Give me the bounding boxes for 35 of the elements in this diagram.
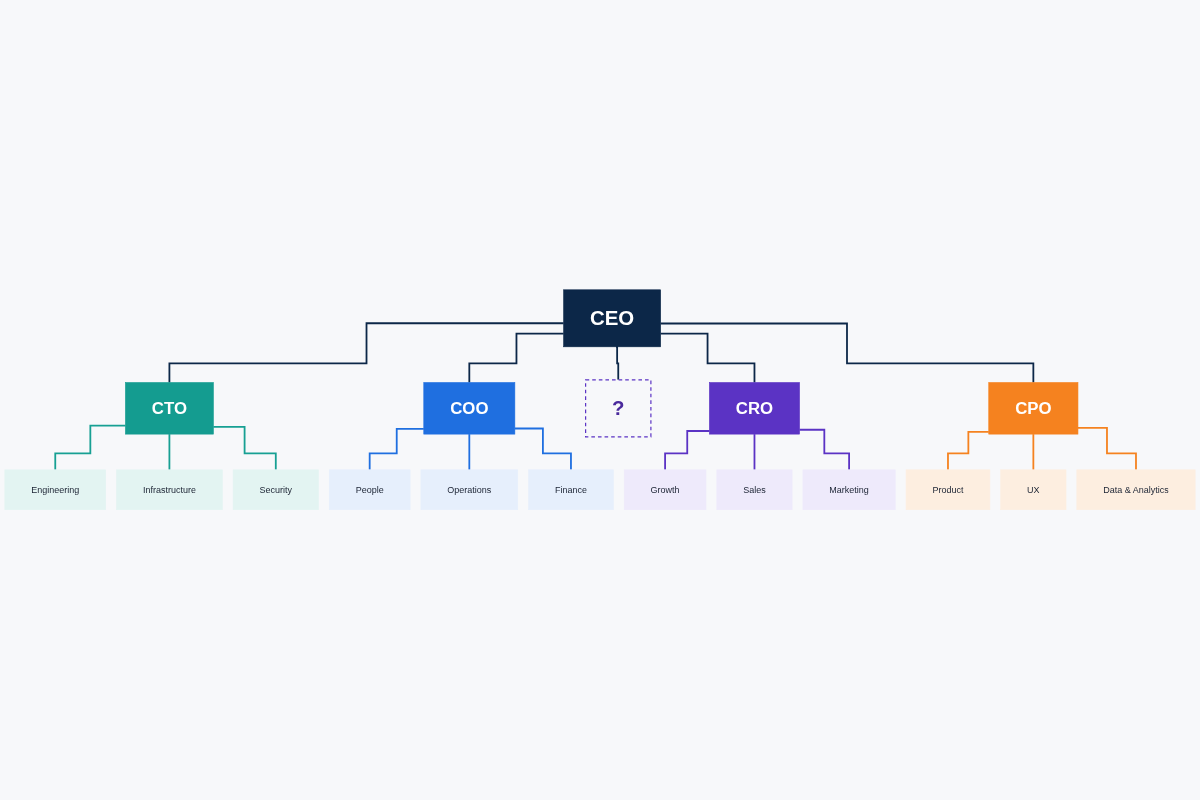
connector [753,433,756,471]
connector [659,322,1035,384]
node-box: People [328,469,411,511]
connector [368,428,425,471]
node-box: Finance [528,469,614,511]
connector [664,430,711,471]
node-box: Sales [716,469,793,511]
connector [659,333,756,384]
connector [513,427,572,471]
node-box: COO [423,382,516,435]
node-box: Infrastructure [116,469,223,511]
node-box: Marketing [802,469,896,511]
node-box: CTO [125,382,214,435]
connector [798,429,850,471]
node-box: Engineering [4,469,106,511]
node-box: Growth [623,469,707,511]
connector [615,346,620,381]
node-box: Product [905,469,991,511]
node-box: CEO [563,289,661,348]
connector [168,322,565,384]
connector [468,433,471,471]
connector [468,332,565,384]
node-box: UX [1000,469,1067,511]
connector [168,433,171,471]
node-box: Security [232,469,319,511]
connector [1032,433,1035,471]
connector [54,425,127,471]
connector [1077,427,1137,471]
node-box: ? [585,379,652,438]
node-box: Operations [420,469,519,511]
node-box: CRO [709,382,800,435]
connector [947,431,990,471]
node-box: CPO [988,382,1079,435]
connector [212,426,277,471]
node-box: Data & Analytics [1076,469,1196,511]
